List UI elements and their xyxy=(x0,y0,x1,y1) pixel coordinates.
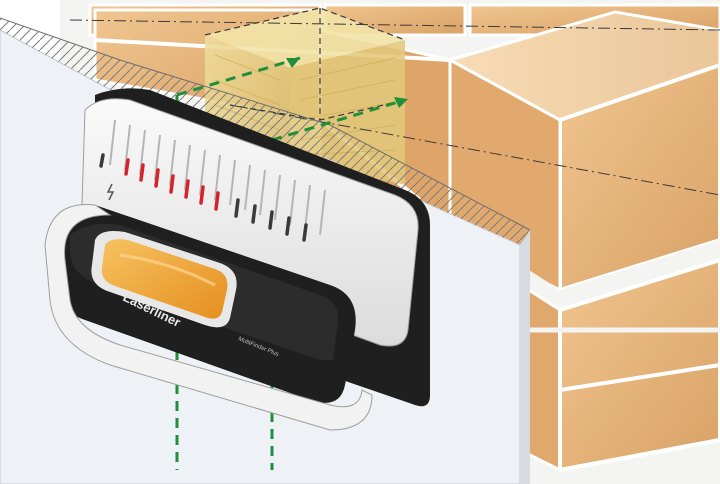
marker-arrow-top xyxy=(176,56,301,97)
led-indicator-row xyxy=(99,153,308,242)
arrow-head-top xyxy=(286,58,300,68)
lightning-icon-left xyxy=(106,183,115,201)
arrow-head-bottom xyxy=(394,97,408,108)
marker-arrow-bottom xyxy=(271,98,406,142)
device-display xyxy=(91,231,237,328)
wall-scanner-device xyxy=(44,88,430,431)
